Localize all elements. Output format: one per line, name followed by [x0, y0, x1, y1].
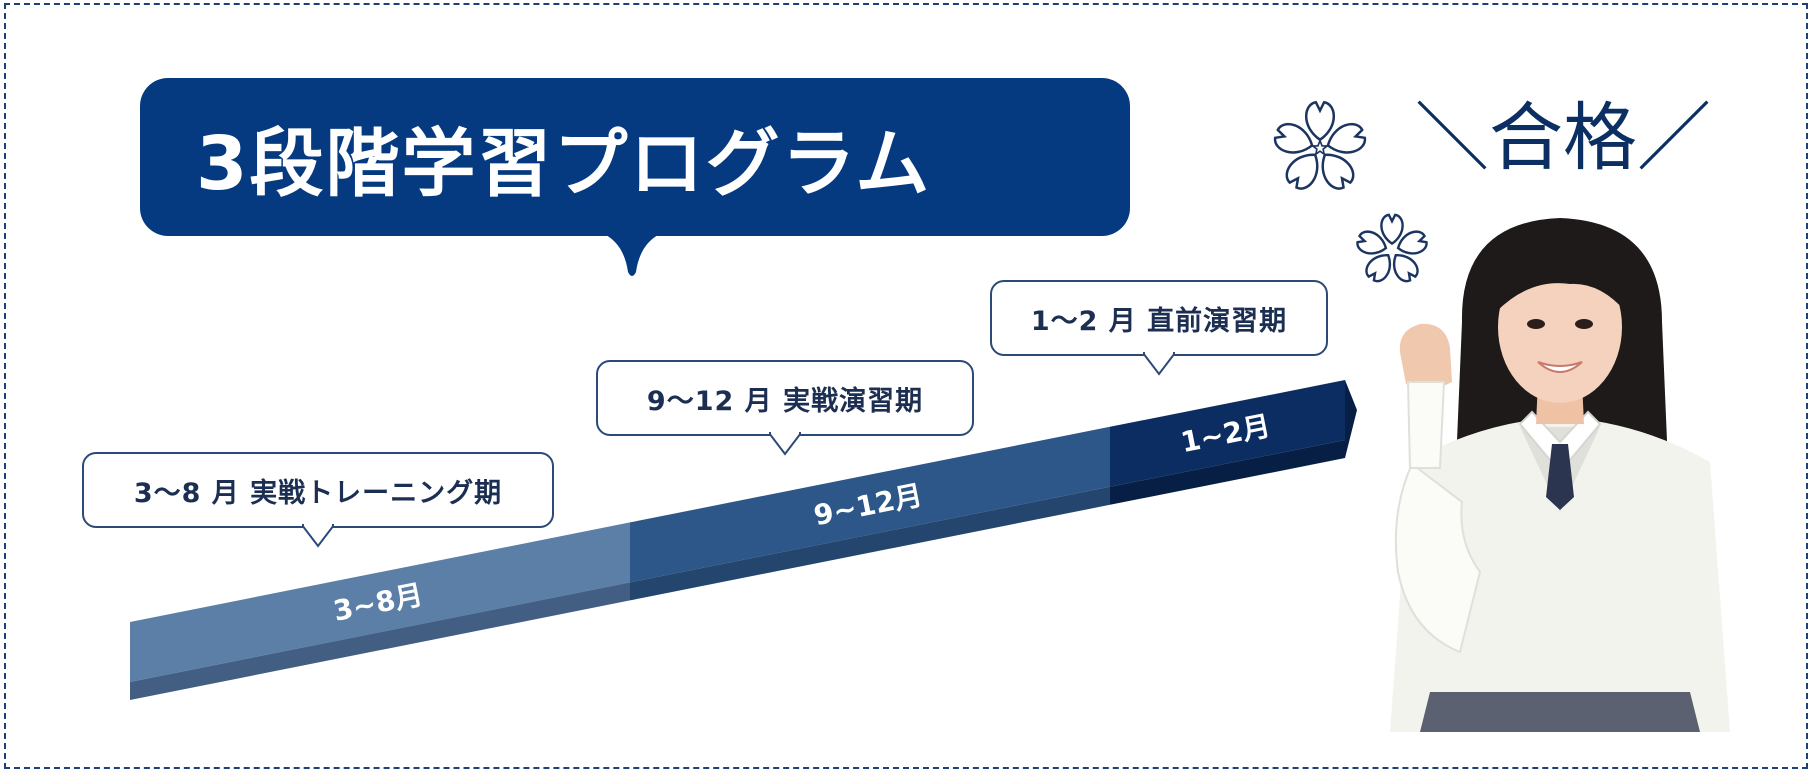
goal-word: 合格: [1489, 95, 1637, 181]
dashed-frame: [4, 3, 1808, 769]
callout-tail: [769, 432, 801, 456]
stage-callout-text-2: 9～12 月 実戦演習期: [646, 385, 924, 417]
goal-slash-right: ／: [1637, 95, 1711, 181]
stage-callout-text-3: 1～2 月 直前演習期: [1030, 305, 1288, 337]
stage-bar-side-1: [130, 582, 630, 700]
stage-bar-2: [630, 426, 1110, 583]
sakura-outline-icon-2: [1356, 213, 1428, 283]
stage-callout-text-1: 3～8 月 実戦トレーニング期: [133, 477, 503, 509]
stage-bar-side-2: [630, 486, 1110, 601]
stage-bar-end-cap: [1345, 380, 1357, 458]
stage-callout-3: 1～2 月 直前演習期: [990, 280, 1328, 376]
callout-tail: [302, 524, 334, 548]
title-banner-tail: [604, 234, 660, 276]
goal-slash-left: ＼: [1415, 95, 1489, 181]
callout-tail: [1143, 352, 1175, 376]
sakura-outline-icon: [1273, 100, 1367, 190]
stage-bar-3: [1110, 380, 1345, 487]
student-illustration: [1390, 218, 1730, 732]
title-banner: [140, 78, 1130, 236]
goal-heading: ＼合格／: [1415, 78, 1715, 181]
stage-bar-1: [130, 522, 630, 682]
stage-bar-side-3: [1110, 440, 1345, 505]
program-title: 3段階学習プログラム: [196, 120, 932, 207]
stage-callout-1: 3～8 月 実戦トレーニング期: [82, 452, 554, 548]
stage-callout-2: 9～12 月 実戦演習期: [596, 360, 974, 456]
